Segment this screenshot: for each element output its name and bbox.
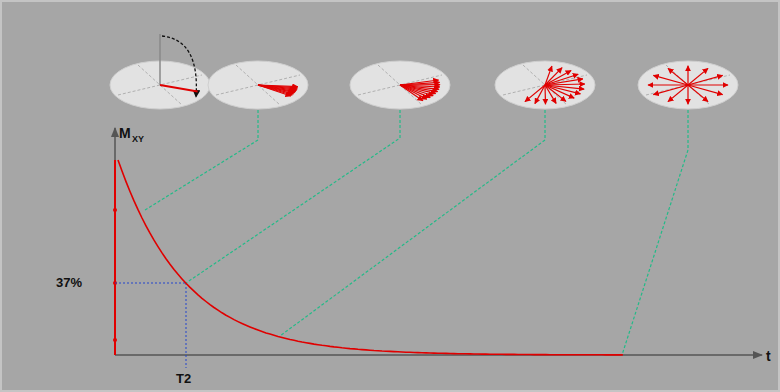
spin-vector bbox=[648, 84, 688, 85]
spin-vector bbox=[258, 85, 292, 95]
spin-vector bbox=[545, 85, 566, 101]
t2-guides bbox=[115, 283, 186, 368]
time-axis bbox=[115, 354, 762, 356]
spin-vector bbox=[687, 85, 688, 104]
spin-vector bbox=[545, 74, 578, 85]
axis-ticks bbox=[113, 208, 117, 342]
leader-lines bbox=[145, 110, 688, 355]
z-axis bbox=[159, 34, 161, 85]
spin-vector bbox=[400, 85, 423, 101]
spin-discs bbox=[110, 34, 738, 109]
axis-subscript: XY bbox=[132, 135, 144, 144]
spin-vector bbox=[545, 85, 556, 103]
percent-label: 37% bbox=[56, 276, 82, 289]
spin-vector bbox=[653, 85, 688, 95]
spin-vector bbox=[668, 68, 688, 85]
decay-curve bbox=[118, 160, 622, 355]
m-axis bbox=[114, 128, 116, 355]
transverse-plane bbox=[638, 61, 738, 109]
spin-vector bbox=[688, 85, 708, 102]
spin-vector bbox=[687, 66, 688, 85]
transverse-plane bbox=[208, 61, 308, 109]
spin-vector bbox=[160, 85, 198, 92]
spin-vector bbox=[258, 85, 291, 96]
transverse-plane bbox=[350, 61, 450, 109]
transverse-plane bbox=[495, 61, 595, 109]
initial-magnetization bbox=[114, 160, 116, 355]
spin-vector bbox=[544, 85, 546, 104]
spin-vector bbox=[535, 85, 545, 104]
spin-vector bbox=[525, 85, 545, 102]
spin-vector bbox=[688, 75, 723, 85]
plane-axis bbox=[216, 75, 300, 95]
axis-label: t bbox=[766, 349, 771, 363]
spin-vector bbox=[688, 84, 728, 85]
spin-vector bbox=[545, 84, 585, 85]
time-constant-label: T2 bbox=[176, 372, 191, 385]
axis-label: M bbox=[119, 126, 131, 140]
spin-vector bbox=[400, 82, 440, 85]
